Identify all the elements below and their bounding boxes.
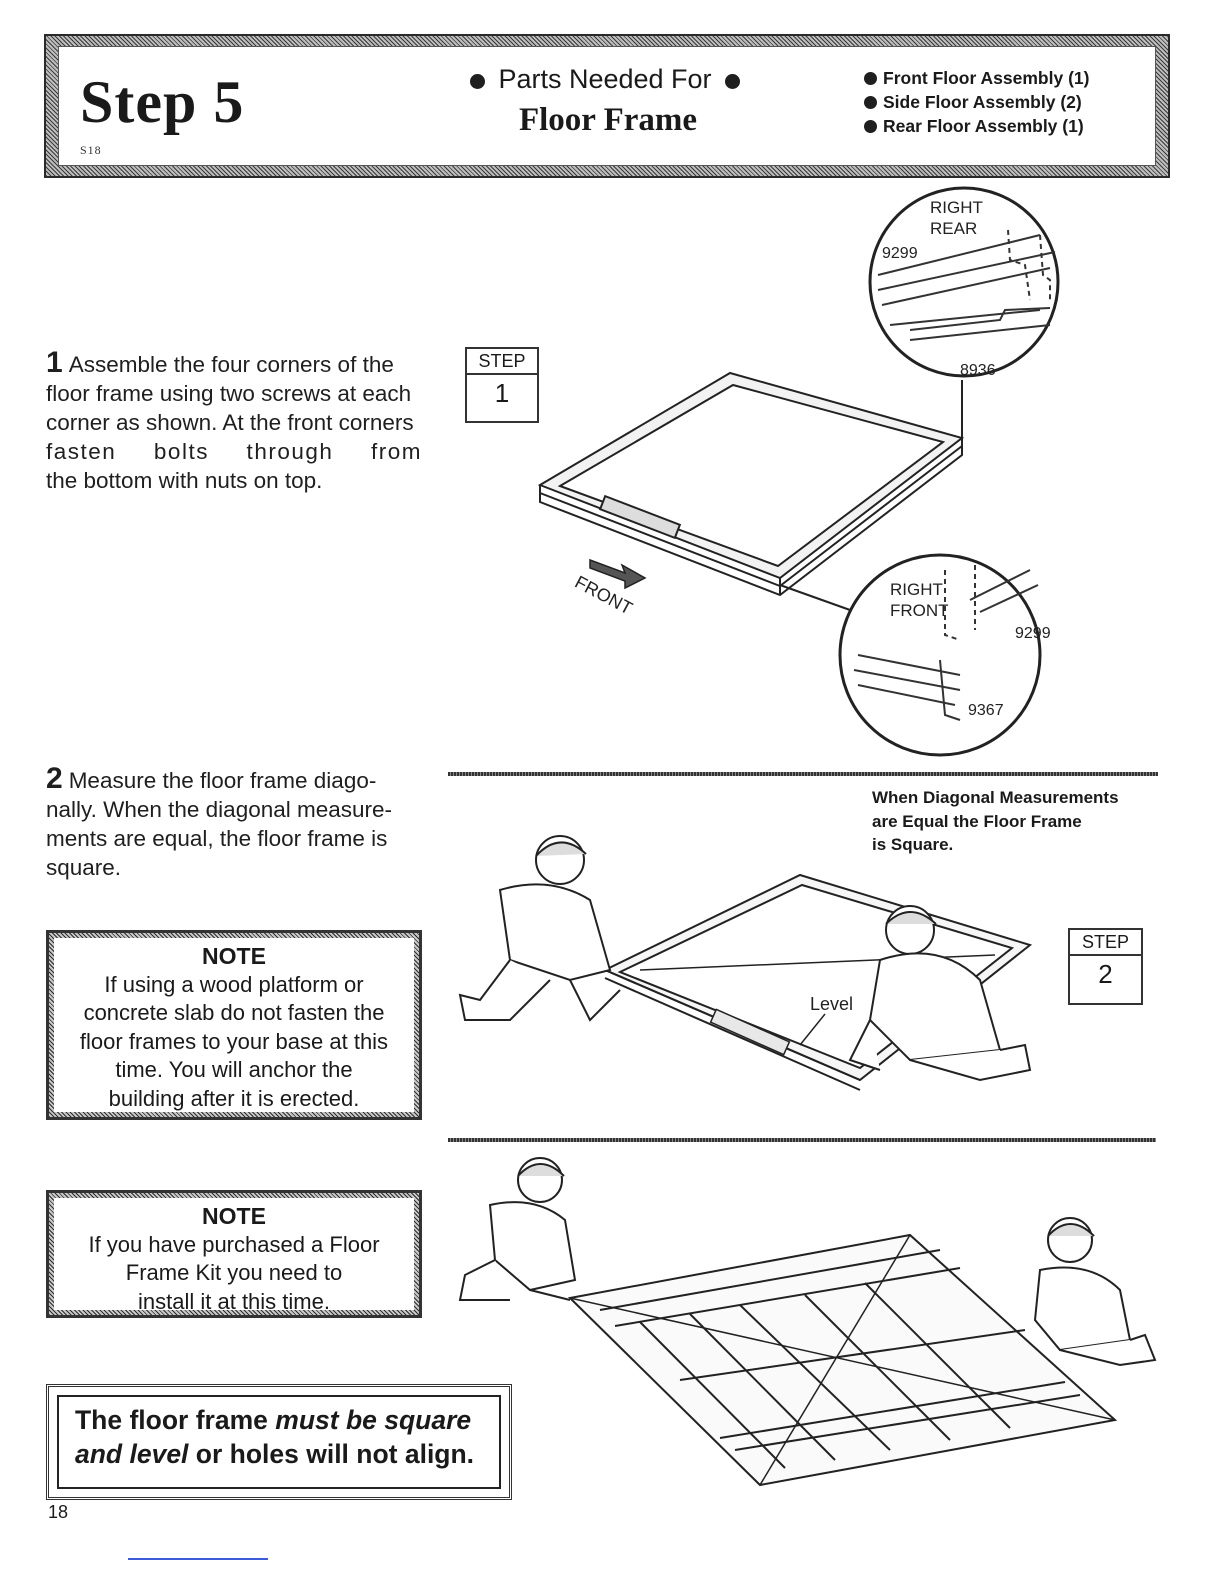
note-line: If you have purchased a Floor [88,1231,380,1257]
instruction-line: corner as shown. At the front corners [46,410,414,435]
step-title: Step 5 [80,69,245,135]
instruction-text: Assemble the four corners of the [68,352,394,377]
note-wood-platform: NOTE If using a wood platform or concret… [46,930,422,1120]
square-and-level-warning: The floor frame must be square and level… [46,1384,512,1500]
right-front-detail: RIGHT FRONT 9299 9367 [838,553,1051,757]
detail-corner-label: FRONT [890,601,949,620]
instruction-line: the bottom with nuts on top. [46,468,323,493]
step-code: S18 [80,143,102,157]
section-divider [448,1138,1156,1142]
section-title: Floor Frame [518,102,698,138]
detail-corner-label: REAR [930,219,977,238]
bullet-icon [864,96,877,109]
warning-panel: The floor frame must be square and level… [57,1395,501,1489]
caption-line: When Diagonal Measurements [872,788,1119,807]
note-heading: NOTE [202,943,266,969]
note-line: If using a wood platform or [104,971,364,997]
section-divider [448,772,1158,776]
footer-link-underline[interactable] [128,1558,268,1560]
part-name: Rear Floor Assembly (1) [883,116,1084,136]
header-panel [58,46,1156,166]
warning-text: or holes will not align. [188,1439,475,1469]
part-name: Side Floor Assembly (2) [883,92,1082,112]
step-2-box: STEP 2 [1068,928,1143,1005]
bullet-icon [725,74,741,89]
level-tool-icon: Level [709,994,853,1056]
level-label: Level [810,994,853,1014]
note-line: time. You will anchor the [115,1057,353,1082]
detail-corner-label: RIGHT [890,580,943,599]
step-box-label: STEP [1070,930,1141,956]
instruction-text: Measure the floor frame diago- [68,768,377,793]
instruction-number: 2 [46,762,63,795]
parts-list-item: Rear Floor Assembly (1) [864,114,1089,138]
diagonal-measurement-caption: When Diagonal Measurements are Equal the… [872,786,1119,857]
floor-frame-illustration [537,371,965,597]
instruction-text: fasten bolts through from [46,439,422,464]
parts-list-item: Side Floor Assembly (2) [864,90,1089,114]
bullet-icon [864,72,877,85]
bullet-icon [469,74,485,89]
part-number-label: 9299 [1015,625,1051,642]
front-arrow: FRONT [572,558,647,619]
note-line: building after it is erected. [108,1085,360,1111]
step-box-label: STEP [467,349,537,375]
note-line: floor frames to your base at this [79,1028,389,1054]
parts-list: Front Floor Assembly (1) Side Floor Asse… [864,66,1089,138]
page-number: 18 [48,1502,69,1522]
caption-line: is Square. [872,835,954,854]
instruction-line: square. [46,855,122,880]
note-panel: NOTE If you have purchased a Floor Frame… [54,1198,414,1314]
step-header-banner: Step 5 S18 Parts Needed For Floor Frame … [44,34,1170,178]
part-number-label: 9299 [882,245,918,262]
note-heading: NOTE [202,1203,266,1229]
instruction-line: ments are equal, the floor frame is [46,826,388,851]
worker-left-icon [458,835,621,1022]
instruction-number: 1 [46,346,63,379]
floor-frame-assembly-diagram: FRONT RIGHT REAR 9299 8936 [537,186,1060,757]
worker-right-icon [1033,1217,1157,1367]
part-number-label: 9367 [968,702,1004,719]
caption-line: are Equal the Floor Frame [872,811,1082,831]
warning-text: The floor frame [75,1405,276,1435]
part-name: Front Floor Assembly (1) [883,68,1090,88]
detail-corner-label: RIGHT [930,198,983,217]
warning-line: and level or holes will not align. [75,1437,489,1471]
instruction-line: fasten bolts through from [46,437,422,466]
kit-frame-outline [567,1233,1118,1487]
warning-emphasis: must be square [275,1405,472,1435]
note-line: Frame Kit you need to [125,1260,343,1285]
right-rear-detail: RIGHT REAR 9299 8936 [868,186,1060,379]
worker-right-icon [848,905,1032,1082]
step-box-number: 1 [494,378,510,408]
part-number-label: 8936 [960,362,996,379]
step-box-number: 2 [1098,959,1113,989]
parts-list-item: Front Floor Assembly (1) [864,66,1089,90]
warning-emphasis: and level [75,1439,189,1469]
warning-line: The floor frame must be square [75,1403,489,1437]
instruction-line: nally. When the diagonal measure- [46,797,393,822]
note-floor-frame-kit: NOTE If you have purchased a Floor Frame… [46,1190,422,1318]
instruction-line: floor frame using two screws at each [46,381,412,406]
note-panel: NOTE If using a wood platform or concret… [54,938,414,1112]
step-1-box: STEP 1 [465,347,539,423]
measuring-frame-illustration: Level [458,835,1033,1091]
floor-frame-kit-illustration [458,1157,1157,1487]
note-line: concrete slab do not fasten the [83,1000,385,1025]
note-line: install it at this time. [138,1288,330,1314]
worker-left-icon [458,1157,577,1301]
parts-needed-label: Parts Needed For [458,64,758,95]
bullet-icon [864,120,877,133]
parts-needed-text: Parts Needed For [498,64,712,94]
